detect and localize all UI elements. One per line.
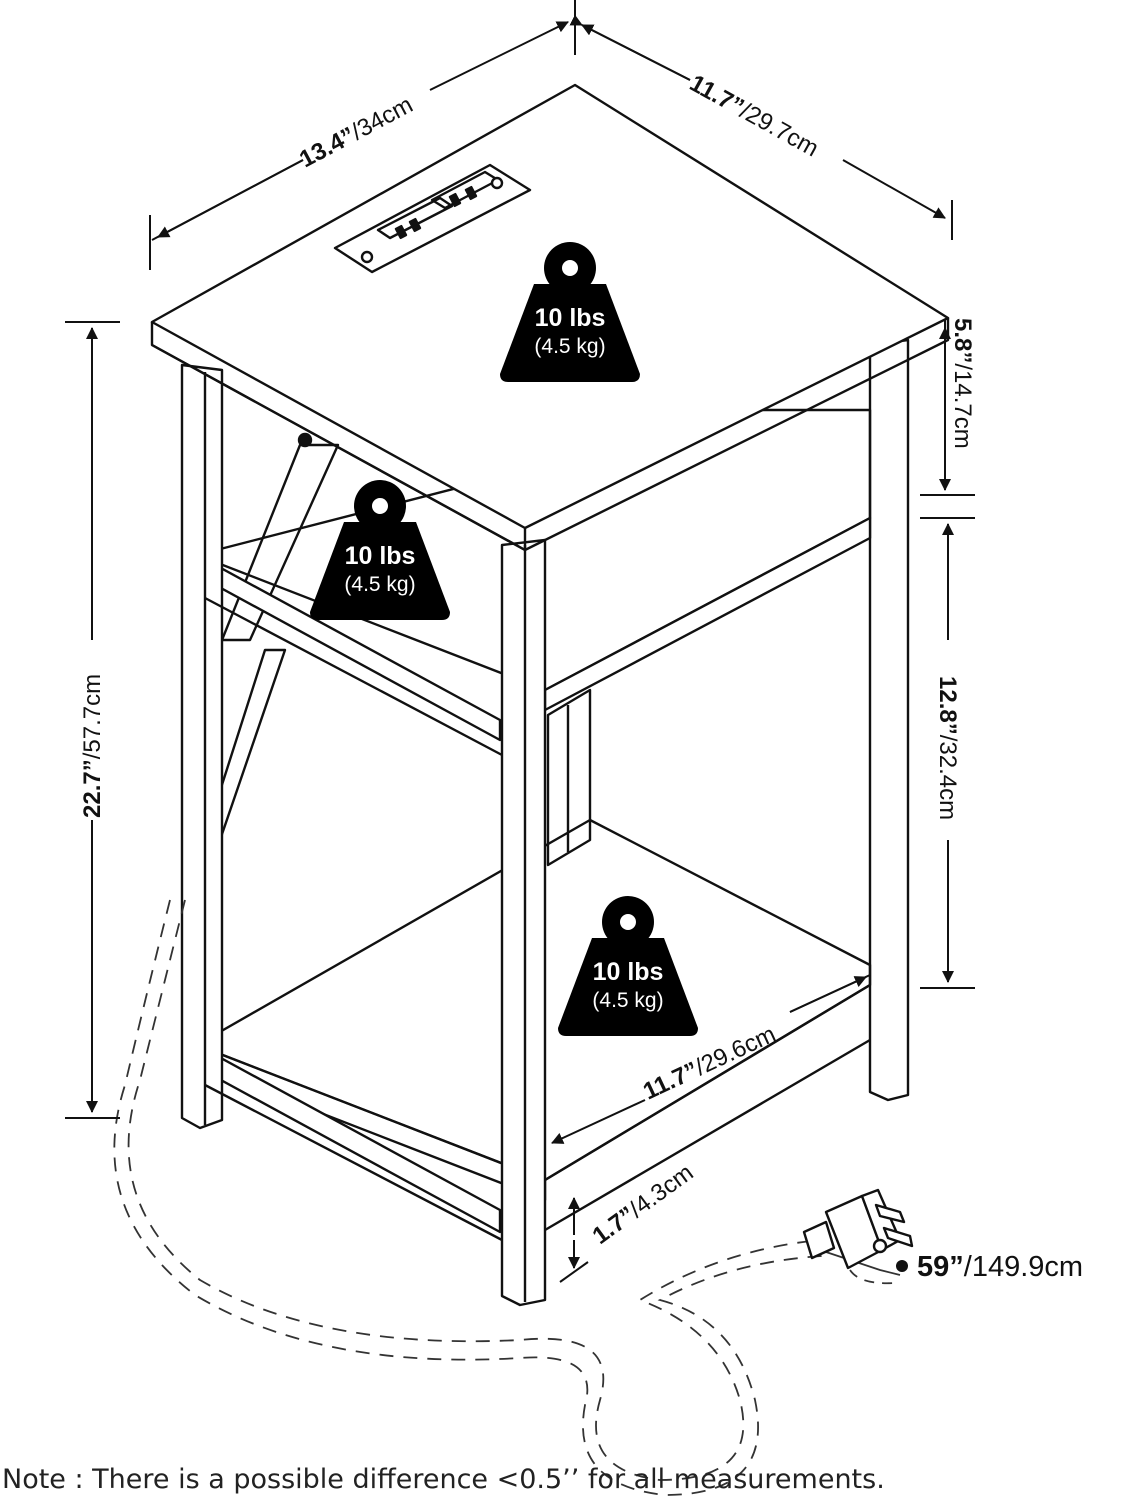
svg-text:11.7”/29.7cm: 11.7”/29.7cm [685, 70, 823, 163]
power-cord [113, 899, 901, 1496]
plug-icon [802, 1188, 914, 1270]
svg-text:59”/149.9cm: 59”/149.9cm [917, 1251, 1083, 1283]
plug-cord-tail [849, 1269, 896, 1285]
dim-cord-length: 59”/149.9cm [896, 1251, 1083, 1283]
svg-text:(4.5 kg): (4.5 kg) [592, 989, 663, 1012]
dim-top-width: 13.4”/34cm [295, 91, 417, 173]
svg-text:(4.5 kg): (4.5 kg) [344, 573, 415, 596]
svg-text:5.8”/14.7cm: 5.8”/14.7cm [949, 318, 976, 449]
dim-middle-gap: 12.8”/32.4cm [934, 676, 961, 820]
weight-badge-top: 10 lbs (4.5 kg) [500, 242, 640, 382]
weight-badge-bottom: 10 lbs (4.5 kg) [558, 896, 698, 1036]
svg-text:12.8”/32.4cm: 12.8”/32.4cm [934, 676, 961, 820]
svg-text:(4.5 kg): (4.5 kg) [534, 335, 605, 358]
svg-text:13.4”/34cm: 13.4”/34cm [295, 91, 417, 173]
svg-text:10 lbs: 10 lbs [593, 958, 664, 986]
dimension-lines [65, 0, 975, 1283]
dim-top-depth: 11.7”/29.7cm [685, 70, 823, 163]
dim-top-gap: 5.8”/14.7cm [949, 318, 976, 449]
svg-text:10 lbs: 10 lbs [345, 542, 416, 570]
weight-badge-middle: 10 lbs (4.5 kg) [310, 480, 450, 620]
svg-text:10 lbs: 10 lbs [535, 304, 606, 332]
measurement-note: Note : There is a possible difference <0… [2, 1464, 885, 1495]
dim-total-height: 22.7”/57.7cm [79, 674, 106, 818]
svg-text:22.7”/57.7cm: 22.7”/57.7cm [79, 674, 106, 818]
